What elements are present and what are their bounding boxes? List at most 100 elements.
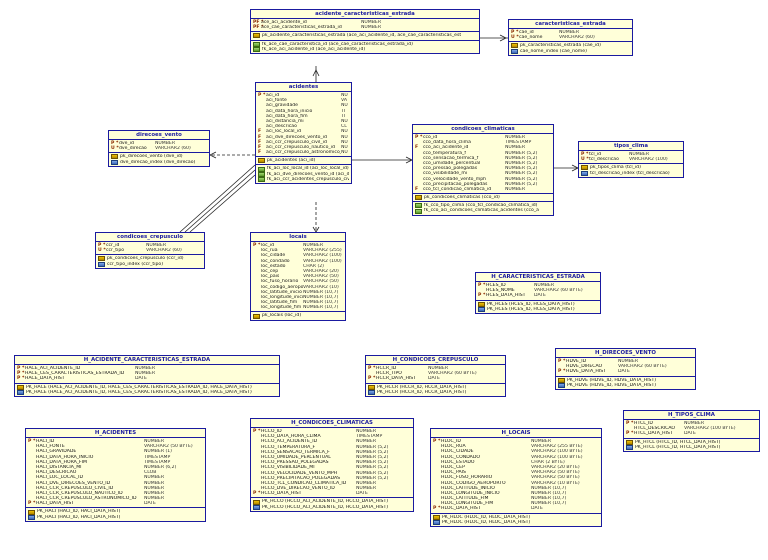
key-row: fk_aci_ccr_acidentes_crepusculo_civil_ xyxy=(258,177,349,182)
column-type: NUMBER (10,7) xyxy=(303,300,339,306)
column-type: NUMBER xyxy=(144,439,165,444)
column-type: NUMBER xyxy=(144,480,165,486)
keys-section: pk_acidentes (aci_id) xyxy=(256,156,351,164)
table-title: acidente_caracteristicas_estrada xyxy=(251,10,479,19)
column-row: loc_codigo_aeroportoVARCHAR2 (10) xyxy=(253,285,343,290)
key-row: pk_caracteristicas_estrada (cae_id) xyxy=(511,43,630,49)
column-name: HDVE_DIRECAO xyxy=(566,364,603,370)
column-type: NUMBER (5,2) xyxy=(356,454,389,460)
key-row: PK_HDVE (HDVE_ID, HDVE_DATA_HIST) xyxy=(558,383,693,388)
primary-key-icon xyxy=(253,33,260,39)
key-text: PK_HCES (HCES_ID, HCES_DATA_HIST) xyxy=(487,306,575,312)
keys-section: pk_direcoes_vento (dve_id)dve_direcao_in… xyxy=(109,152,209,165)
keys-section: PK_HCCO (HCCO_ACI_ACIDENTE_ID, HCCO_DATA… xyxy=(251,497,413,510)
column-name: HCCO_DVE_DIRECAO_VENTO_ID xyxy=(261,486,335,492)
column-name: HACI_FONTE xyxy=(36,444,65,450)
table-title: H_CARACTERISTICAS_ESTRADA xyxy=(476,273,600,282)
primary-key-icon xyxy=(626,439,633,445)
column-name: HLOC_ESTADO xyxy=(441,459,475,465)
column-name: HCCO_VISIBILIDADE_MI xyxy=(261,465,315,471)
column-type: NUMBER xyxy=(361,25,382,31)
keys-section: PK_HACE (HACE_ACI_ACIDENTE_ID, HACE_CES_… xyxy=(15,382,279,396)
column-name: loc_rua xyxy=(261,248,278,254)
column-type: NUMBER (5,2) xyxy=(356,449,389,455)
column-type: VARCHAR2 (100) xyxy=(629,157,668,163)
key-text: pk_acidentes (aci_id) xyxy=(267,158,316,164)
column-type: NUMBER (10,7) xyxy=(303,289,339,295)
column-flag: P * xyxy=(258,93,266,98)
key-row: fk_ace_aci_acidente_id (ace_aci_acidente… xyxy=(253,47,477,52)
column-type: NUMBER xyxy=(356,429,377,434)
primary-key-icon xyxy=(258,158,265,164)
column-name: HLOC_CIDADE xyxy=(441,449,474,455)
column-name: HACI_ID xyxy=(36,439,55,444)
column-type: VARCHAR2 (50 BYTE) xyxy=(531,475,580,481)
column-name: loc_estado xyxy=(261,263,286,269)
keys-section: PK_HTCL (HTCL_ID, HTCL_DATA_HIST)PK_HTCL… xyxy=(624,437,759,451)
column-flag: P * xyxy=(626,421,634,426)
key-text: ccr_tipo_index (ccr_tipo) xyxy=(107,261,163,267)
column-flag: P * xyxy=(17,366,25,371)
key-row: PK_HTCL (HTCL_ID, HTCL_DATA_HIST) xyxy=(626,440,757,445)
column-name: cco_precipitacao_polegadas xyxy=(423,181,488,187)
foreign-keys-section: fk_ace_cae_caracteristica_id (ace_cae_ca… xyxy=(251,39,479,53)
column-type: VARCHAR2 (50 BYTE) xyxy=(144,444,193,450)
table-title: direcoes_vento xyxy=(109,131,209,140)
key-row: PK_HTCL (HTCL_ID, HTCL_DATA_HIST) xyxy=(626,445,757,450)
key-row: tcl_descricao_index (tcl_descricao) xyxy=(581,171,681,176)
key-row: PK_HCES (HCES_ID, HCES_DATA_HIST) xyxy=(478,307,598,312)
primary-key-icon xyxy=(28,509,35,515)
key-row: pk_tipos_clima (tcl_id) xyxy=(581,165,681,171)
column-type: NUMBER xyxy=(534,283,555,288)
column-type: VARCHAR2 (50) xyxy=(303,279,339,285)
column-name: loc_latitude_fim xyxy=(261,300,298,306)
column-name: HACI_LOC_LOCAL_ID xyxy=(36,475,84,481)
column-flag: P * xyxy=(478,283,486,288)
index-icon xyxy=(478,306,485,312)
column-flag: PF * xyxy=(253,25,264,31)
column-name: aci_data_hora_fim xyxy=(266,113,308,119)
key-text: tcl_descricao_index (tcl_descricao) xyxy=(590,170,670,176)
keys-section: PK_HCCR (HCCR_ID, HCCR_DATA_HIST)PK_HCCR… xyxy=(366,382,505,396)
column-name: loc_cidade xyxy=(261,253,286,259)
key-row: PK_HLOC (HLOC_ID, HLOC_DATA_HIST) xyxy=(433,520,599,525)
key-text: PK_HDVE (HDVE_ID, HDVE_DATA_HIST) xyxy=(567,377,657,383)
index-icon xyxy=(626,444,633,450)
column-type: VARCHAR2 (50) xyxy=(303,274,339,280)
